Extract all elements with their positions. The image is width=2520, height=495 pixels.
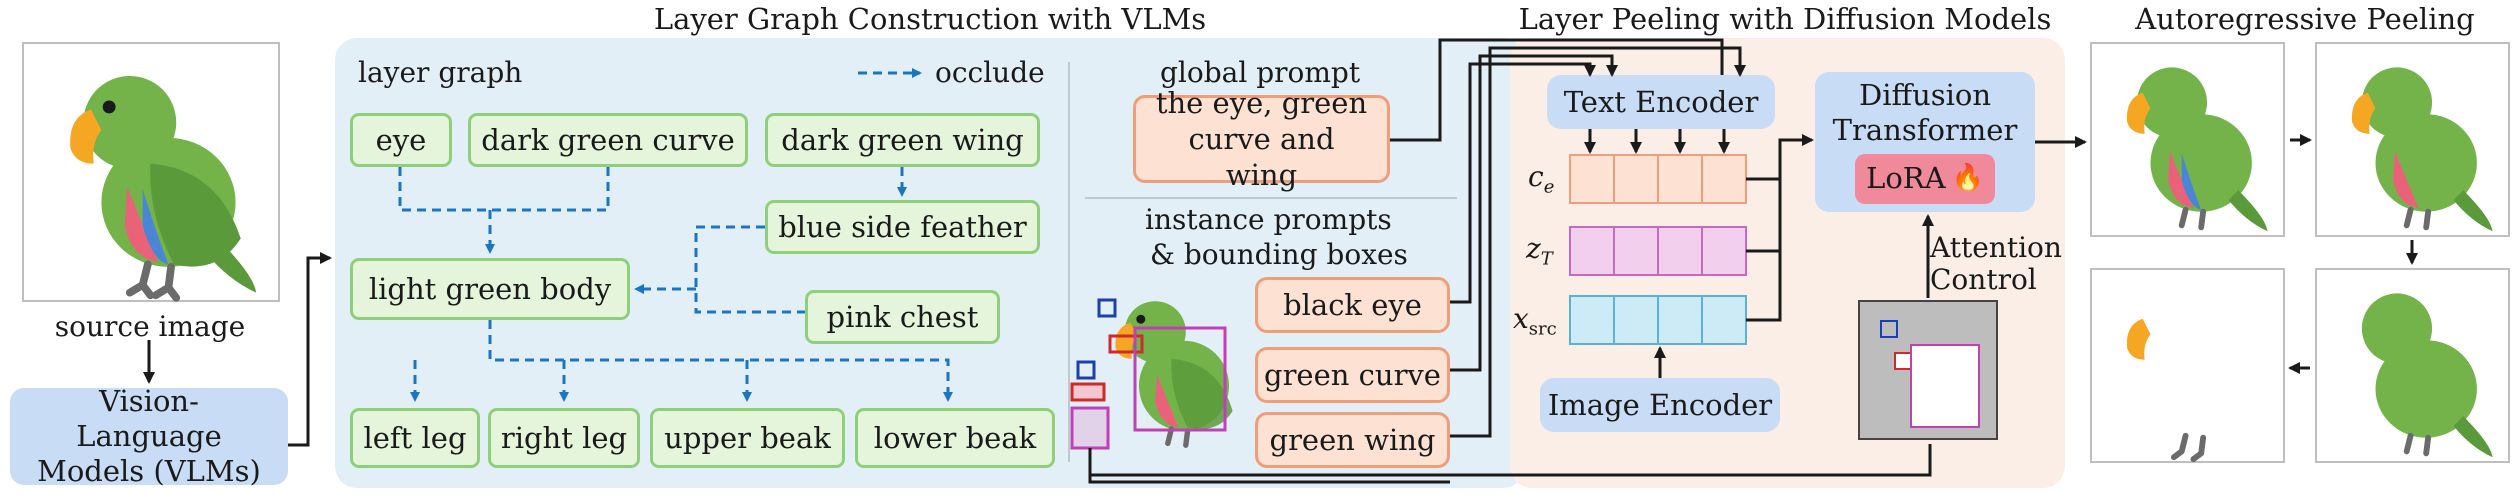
flame-icon: 🔥: [1951, 163, 1984, 193]
token-label-c-e: ce: [1528, 160, 1555, 198]
layer-graph-title: layer graph: [358, 56, 523, 89]
section-title-graph: Layer Graph Construction with VLMs: [653, 2, 1207, 36]
parrot-frame-3: [2361, 293, 2493, 458]
source-image-frame: [22, 42, 280, 302]
section-title-autoregressive: Autoregressive Peeling: [2135, 2, 2475, 36]
source-image-label: source image: [54, 310, 246, 343]
bbox-eye: [1097, 298, 1117, 318]
peel-result-3: [2315, 268, 2510, 463]
dit-title: Diffusion Transformer: [1832, 78, 2018, 147]
peel-result-2: [2315, 42, 2510, 237]
attention-mask: [1858, 300, 1998, 440]
attention-control-label: Attention Control: [1930, 231, 2062, 297]
node-right-leg: right leg: [488, 408, 640, 468]
instance-prompt-black-eye: black eye: [1255, 277, 1450, 333]
legend-occlude-label: occlude: [935, 56, 1045, 89]
instance-prompts-title-2: & bounding boxes: [1150, 238, 1408, 271]
parrot-frame-1: [2126, 67, 2268, 232]
lora-label: LoRA: [1866, 161, 1946, 196]
token-label-x-src: xsrc: [1513, 302, 1557, 340]
node-left-leg: left leg: [350, 408, 480, 468]
peel-result-4: [2090, 268, 2285, 463]
token-label-z-t: zT: [1526, 232, 1553, 270]
peel-result-1: [2090, 42, 2285, 237]
image-encoder-box: Image Encoder: [1540, 378, 1780, 432]
diffusion-transformer-box: Diffusion Transformer LoRA 🔥: [1815, 72, 2035, 212]
global-prompt-title: global prompt: [1160, 56, 1361, 89]
node-dark-green-wing: dark green wing: [765, 113, 1040, 167]
source-parrot-image: [70, 75, 257, 302]
instance-prompts-title-1: instance prompts: [1145, 203, 1392, 236]
text-encoder-box: Text Encoder: [1547, 75, 1775, 129]
arrow-vlm-to-graph: [288, 252, 332, 447]
vlm-label: Vision-Language Models (VLMs): [37, 384, 261, 488]
global-prompt-text: the eye, green curve and wing: [1155, 85, 1368, 193]
node-eye: eye: [350, 113, 452, 167]
prompt-divider: [1085, 197, 1457, 199]
vlm-box: Vision-Language Models (VLMs): [10, 384, 288, 488]
node-lower-beak: lower beak: [855, 408, 1055, 468]
section-title-peeling: Layer Peeling with Diffusion Models: [1518, 2, 2052, 36]
panel-divider: [1068, 62, 1070, 462]
node-light-green-body: light green body: [350, 258, 630, 320]
node-upper-beak: upper beak: [650, 408, 845, 468]
instance-prompt-green-wing: green wing: [1255, 412, 1450, 468]
lora-box: LoRA 🔥: [1855, 153, 1995, 204]
bbox-wing: [1133, 326, 1227, 432]
parrot-frame-4: [2126, 318, 2207, 463]
parrot-frame-2: [2351, 67, 2493, 232]
node-blue-side-feather: blue side feather: [765, 200, 1040, 254]
node-dark-green-curve: dark green curve: [468, 113, 748, 167]
bbox-curve: [1108, 334, 1144, 354]
node-pink-chest: pink chest: [805, 290, 1000, 344]
global-prompt-box: the eye, green curve and wing: [1133, 86, 1390, 192]
instance-prompt-green-curve: green curve: [1255, 347, 1450, 403]
